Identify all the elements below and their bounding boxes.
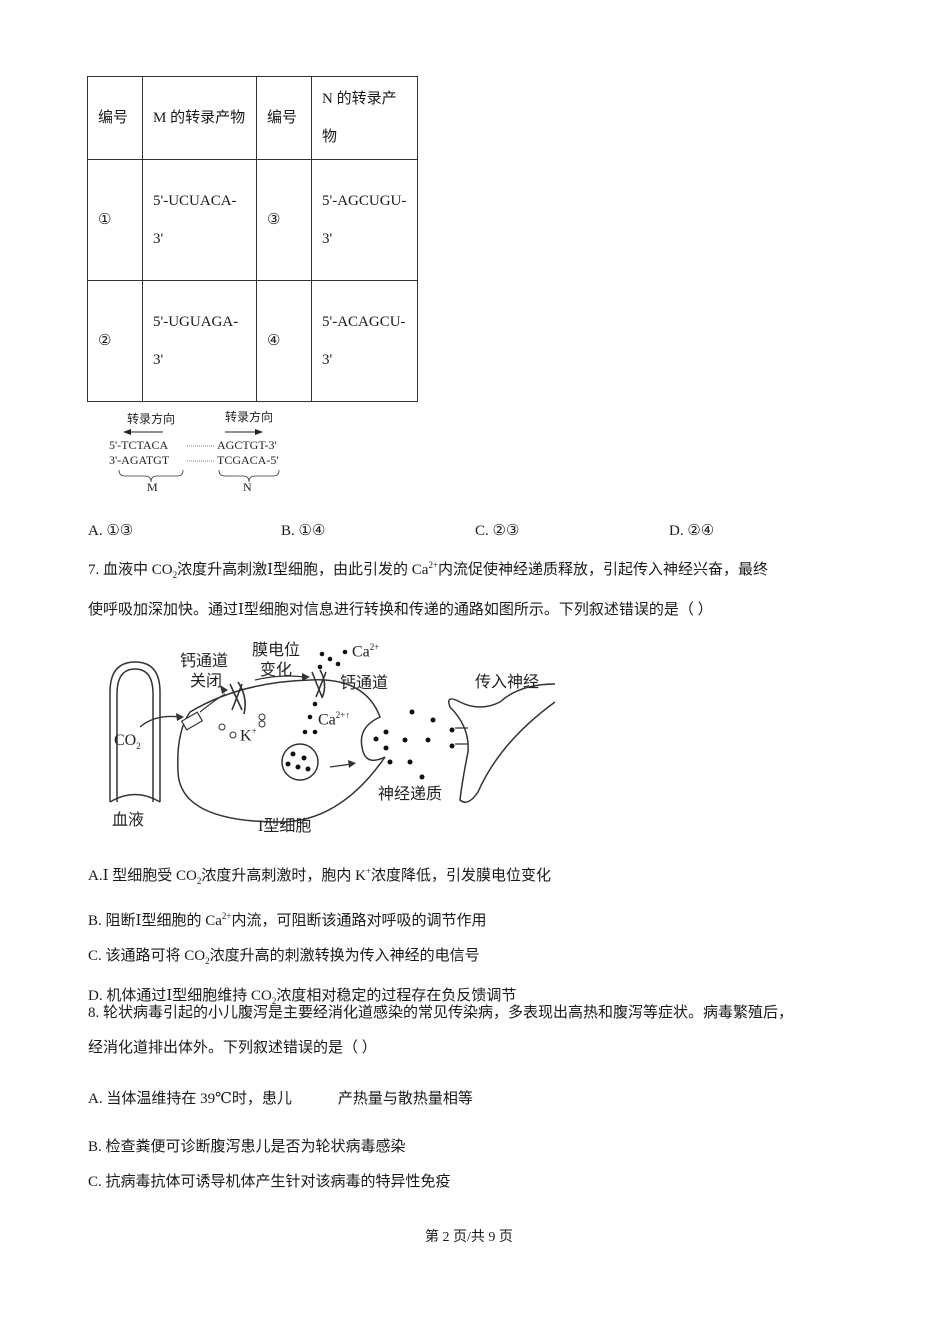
q7-options: A.Ⅰ 型细胞受 CO2浓度升高刺激时，胞内 K+浓度降低，引发膜电位变化 B.… xyxy=(88,854,868,1019)
q7-stem: 7. 血液中 CO2浓度升高刺激Ⅰ型细胞，由此引发的 Ca2+内流促使神经递质释… xyxy=(88,548,868,628)
q8-option-b[interactable]: B. 检查粪便可诊断腹泻患儿是否为轮状病毒感染 xyxy=(88,1139,406,1155)
q6-option-c[interactable]: C. ②③ xyxy=(475,523,520,539)
cell-id: ③ xyxy=(256,159,312,281)
q8-option-c[interactable]: C. 抗病毒抗体可诱导机体产生针对该病毒的特异性免疫 xyxy=(88,1174,451,1190)
arrow-icons xyxy=(118,429,280,483)
cell-n-product: 5'-ACAGCU-3' xyxy=(311,280,418,402)
bottom-strand-left: 3'-AGATGT xyxy=(109,453,170,467)
q8-option-a[interactable]: A. 当体温维持在 39℃时，患儿产热量与散热量相等 xyxy=(88,1091,473,1107)
label-membrane-potential-2: 变化 xyxy=(260,662,293,679)
cell-id: ② xyxy=(87,280,143,402)
page-number: 第 2 页/共 9 页 xyxy=(425,1230,513,1245)
q7-option-d[interactable]: D. 机体通过Ⅰ型细胞维持 CO2浓度相对稳定的过程存在负反馈调节 xyxy=(88,988,517,1006)
header-n-product: N 的转录产物 xyxy=(311,76,418,160)
label-ca-ion: Ca2+ xyxy=(352,642,380,661)
q8-stem-line2: 经消化道排出体外。下列叙述错误的是（ ） xyxy=(88,1040,377,1056)
label-k-ion: K+ xyxy=(240,726,257,745)
label-ca-channel-closed-2: 关闭 xyxy=(190,673,223,690)
q7-option-c[interactable]: C. 该通路可将 CO2浓度升高的刺激转换为传入神经的电信号 xyxy=(88,948,480,966)
q6-option-b[interactable]: B. ①④ xyxy=(281,523,326,539)
label-ca-up: Ca2+↑ xyxy=(318,710,350,729)
q6-option-d[interactable]: D. ②④ xyxy=(669,523,715,539)
q7-stem-line1: 7. 血液中 CO2浓度升高刺激Ⅰ型细胞，由此引发的 Ca2+内流促使神经递质释… xyxy=(88,560,769,580)
q7-option-b[interactable]: B. 阻断Ⅰ型细胞的 Ca2+内流，可阻断该通路对呼吸的调节作用 xyxy=(88,911,487,929)
cell-m-product: 5'-UGUAGA-3' xyxy=(142,280,257,402)
header-id-m: 编号 xyxy=(87,76,143,160)
top-strand-left: 5'-TCTACA xyxy=(109,438,169,452)
label-ca-channel-closed-1: 钙通道 xyxy=(180,653,229,670)
label-afferent-nerve: 传入神经 xyxy=(475,674,540,691)
q8-stem-line1: 8. 轮状病毒引起的小儿腹泻是主要经消化道感染的常见传染病，多表现出高热和腹泻等… xyxy=(88,1005,794,1021)
q7-stem-line2: 使呼吸加深加快。通过Ⅰ型细胞对信息进行转换和传递的通路如图所示。下列叙述错误的是… xyxy=(88,602,713,618)
bottom-strand-right: TCGACA-5' xyxy=(217,453,279,467)
header-id-n: 编号 xyxy=(256,76,312,160)
q8-stem: 8. 轮状病毒引起的小儿腹泻是主要经消化道感染的常见传染病，多表现出高热和腹泻等… xyxy=(88,996,868,1066)
header-m-product: M 的转录产物 xyxy=(142,76,257,160)
label-ca-channel: 钙通道 xyxy=(340,675,389,692)
transcription-table: 编号 M 的转录产物 编号 N 的转录产物 ① 5'-UCUACA-3' ③ 5… xyxy=(87,76,418,402)
cell-m-product: 5'-UCUACA-3' xyxy=(142,159,257,281)
table-row: ① 5'-UCUACA-3' ③ 5'-AGCUGU-3' xyxy=(87,159,418,281)
label-membrane-potential-1: 膜电位 xyxy=(252,642,301,659)
table-row: ② 5'-UGUAGA-3' ④ 5'-ACAGCU-3' xyxy=(87,280,418,402)
label-n: N xyxy=(243,480,252,494)
top-strand-right: AGCTGT-3' xyxy=(217,438,277,452)
label-blood: 血液 xyxy=(112,812,145,829)
q7-figure: 钙通道 关闭 膜电位 变化 Ca2+ 钙通道 CO2 K+ Ca2+↑ 传入神经… xyxy=(100,632,560,842)
right-direction-label: 转录方向 xyxy=(225,410,274,424)
cell-id: ① xyxy=(87,159,143,281)
table-header-row: 编号 M 的转录产物 编号 N 的转录产物 xyxy=(87,76,418,160)
cell-id: ④ xyxy=(256,280,312,402)
label-neurotransmitter: 神经递质 xyxy=(378,786,443,803)
dna-figure: 转录方向 转录方向 5'-TCTACA AGCTGT-3' 3'-AGATGT … xyxy=(105,408,315,498)
left-direction-label: 转录方向 xyxy=(127,412,176,426)
label-m: M xyxy=(147,480,158,494)
label-type1-cell: I型细胞 xyxy=(258,818,312,835)
q6-option-a[interactable]: A. ①③ xyxy=(88,523,134,539)
cell-diagram xyxy=(109,649,556,823)
q7-option-a[interactable]: A.Ⅰ 型细胞受 CO2浓度升高刺激时，胞内 K+浓度降低，引发膜电位变化 xyxy=(88,866,552,886)
cell-n-product: 5'-AGCUGU-3' xyxy=(311,159,418,281)
label-co2: CO2 xyxy=(114,732,141,752)
